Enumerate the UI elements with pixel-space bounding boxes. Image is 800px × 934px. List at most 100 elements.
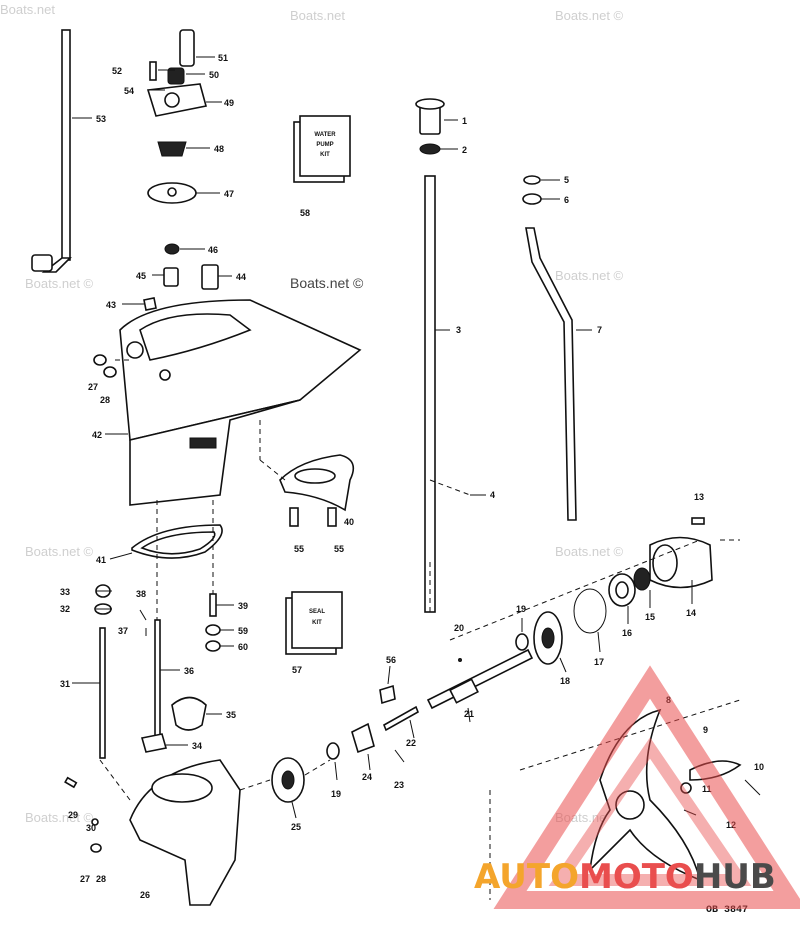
callout: 27 (88, 382, 98, 392)
callout: 24 (362, 772, 372, 782)
callout: 21 (464, 709, 474, 719)
callout: 7 (597, 325, 602, 335)
brand-part-auto: AUTO (474, 857, 579, 897)
watermark: Boats.net © (555, 268, 624, 283)
callout: 4 (490, 490, 495, 500)
callout: 12 (726, 820, 736, 830)
callout: 14 (686, 608, 696, 618)
watermark: Boats.net (290, 8, 345, 23)
kit-label: PUMP (316, 142, 333, 148)
kit-label: SEAL (309, 609, 325, 615)
callout: 20 (454, 623, 464, 633)
callout: 45 (136, 271, 146, 281)
callout: 48 (214, 144, 224, 154)
callout: 41 (96, 555, 106, 565)
callout: 6 (564, 195, 569, 205)
callout: 18 (560, 676, 570, 686)
callout: 31 (60, 679, 70, 689)
gear-group (515, 588, 607, 673)
callout: 56 (386, 655, 396, 665)
watermark: Boats.net © (25, 810, 94, 825)
callout: 60 (238, 642, 248, 652)
propeller-group (489, 699, 761, 900)
callout: 39 (238, 601, 248, 611)
callout-labels: 1 2 3 4 5 6 7 8 9 10 11 12 13 14 15 16 1… (60, 53, 764, 900)
callout: 23 (394, 780, 404, 790)
clutch-group (326, 722, 405, 781)
callout: 9 (703, 725, 708, 735)
part-25-gear (271, 757, 305, 819)
callout: 5 (564, 175, 569, 185)
leader-lines (99, 359, 701, 801)
callout: 15 (645, 612, 655, 622)
callout: 10 (754, 762, 764, 772)
brand-part-moto: MOTO (579, 857, 694, 897)
callout: 46 (208, 245, 218, 255)
callout: 11 (702, 784, 712, 794)
callout: 57 (292, 665, 302, 675)
callout: 34 (192, 741, 202, 751)
callout: 49 (224, 98, 234, 108)
callout: 43 (106, 300, 116, 310)
watermark: Boats.net © (290, 275, 364, 291)
diagram-reference: OB 3847 (706, 905, 748, 916)
callout: 35 (226, 710, 236, 720)
part-53-rod (31, 29, 92, 273)
callout: 59 (238, 626, 248, 636)
callout: 36 (184, 666, 194, 676)
callout: 19 (516, 604, 526, 614)
watermark: Boats.net © (555, 544, 624, 559)
callout: 33 (60, 587, 70, 597)
callout: 52 (112, 66, 122, 76)
callout: 22 (406, 738, 416, 748)
callout: 38 (136, 589, 146, 599)
callout: 40 (344, 517, 354, 527)
callout: 55 (294, 544, 304, 554)
part-42-housing (93, 299, 362, 506)
callout: 54 (124, 86, 134, 96)
callout: 50 (209, 70, 219, 80)
prop-shaft-group (379, 648, 534, 739)
watermark: Boats.net © (555, 8, 624, 23)
callout: 29 (68, 810, 78, 820)
callout: 19 (331, 789, 341, 799)
callout: 32 (60, 604, 70, 614)
callout: 28 (96, 874, 106, 884)
water-pump-parts (122, 29, 232, 311)
callout: 26 (140, 890, 150, 900)
part-41-gasket (109, 524, 223, 560)
callout: 37 (118, 626, 128, 636)
kit-label: KIT (312, 620, 322, 626)
part-4 (429, 479, 486, 496)
part-40-cover (259, 420, 355, 527)
callout: 16 (622, 628, 632, 638)
logo-triangle-icon (493, 665, 800, 909)
callout: 51 (218, 53, 228, 63)
bearing-carrier-group (608, 517, 740, 624)
callout: 27 (80, 874, 90, 884)
callout: 30 (86, 823, 96, 833)
kit-label: KIT (320, 152, 330, 158)
seal-kit-box: SEAL KIT (285, 591, 343, 655)
watermark: Boats.net © (25, 544, 94, 559)
callout: 58 (300, 208, 310, 218)
callout: 47 (224, 189, 234, 199)
brand-part-hub: HUB (694, 857, 776, 897)
callout: 1 (462, 116, 467, 126)
callout: 53 (96, 114, 106, 124)
water-pump-kit-box: WATER PUMP KIT (293, 115, 351, 183)
parts-1-2 (415, 98, 458, 155)
callout: 44 (236, 272, 246, 282)
part-26-gearcase (64, 759, 241, 906)
parts-5-6-7 (522, 175, 592, 521)
callout: 42 (92, 430, 102, 440)
kit-label: WATER (314, 132, 336, 138)
brand-logo: AUTOMOTOHUB (474, 665, 800, 909)
callout: 28 (100, 395, 110, 405)
callout: 55 (334, 544, 344, 554)
logo-inner-triangle-icon (548, 737, 752, 886)
callout: 13 (694, 492, 704, 502)
studs-group (72, 500, 234, 759)
watermark: Boats.net © (25, 276, 94, 291)
